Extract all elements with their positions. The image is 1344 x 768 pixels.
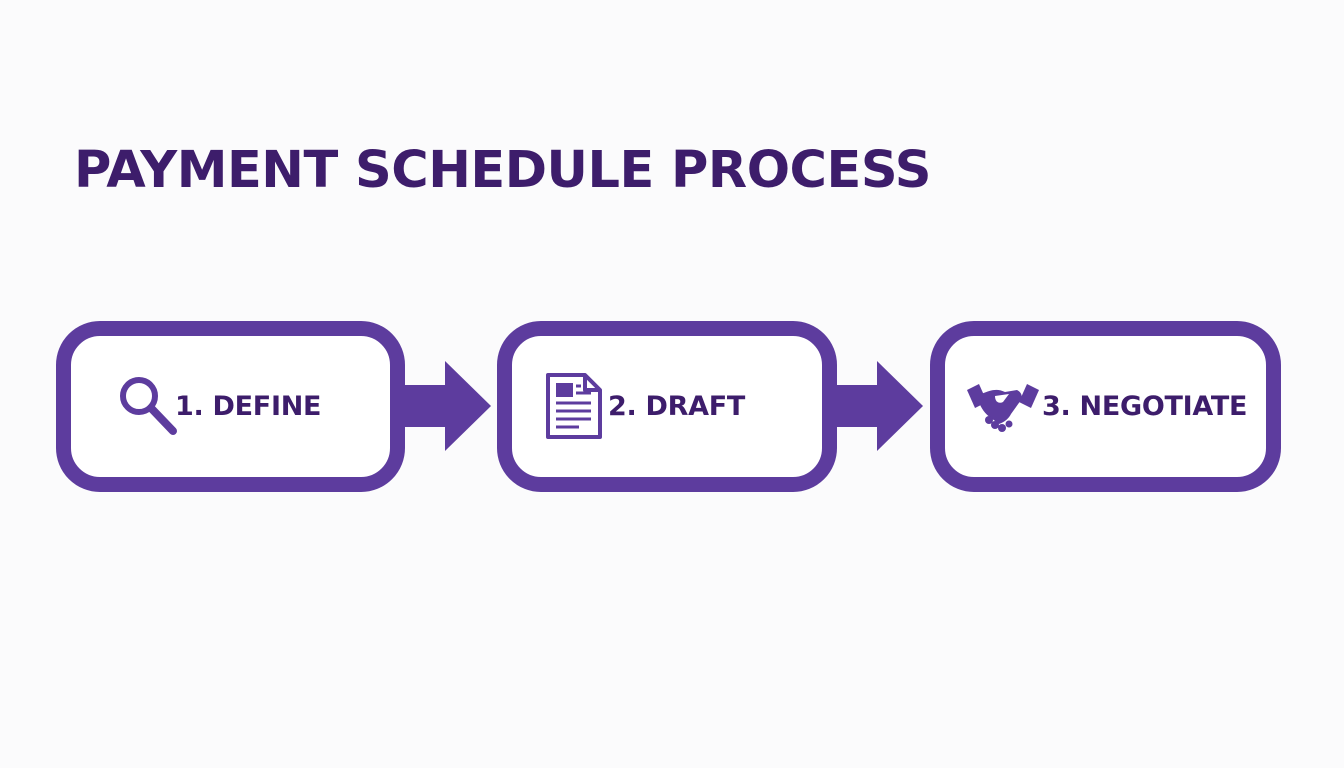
step-label-negotiate: 3. NEGOTIATE: [1042, 391, 1248, 422]
magnifying-glass-icon: [120, 377, 177, 435]
step-negotiate: 3. NEGOTIATE: [930, 321, 1281, 492]
step-label-define: 1. DEFINE: [175, 391, 322, 422]
step-draft: 2. DRAFT: [497, 321, 837, 492]
step-define: 1. DEFINE: [56, 321, 405, 492]
page-title: PAYMENT SCHEDULE PROCESS: [74, 141, 932, 200]
document-icon: [546, 373, 602, 439]
handshake-icon: [967, 384, 1039, 432]
arrow-right-icon: [833, 361, 923, 451]
arrow-right-icon: [401, 361, 491, 451]
step-label-draft: 2. DRAFT: [608, 391, 746, 422]
